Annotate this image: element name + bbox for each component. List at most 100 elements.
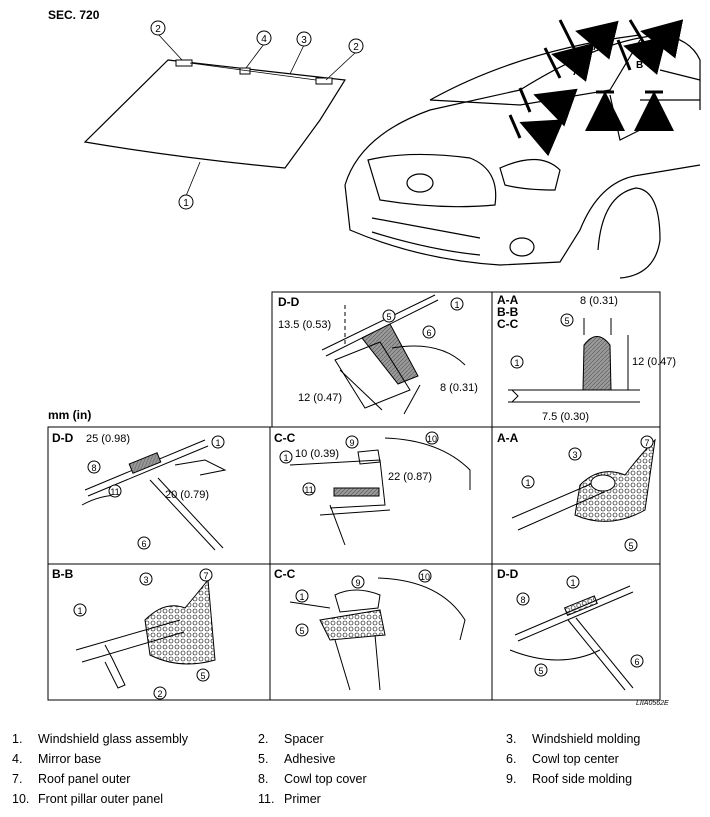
svg-text:8: 8 (91, 463, 96, 473)
svg-text:1: 1 (525, 478, 530, 488)
svg-text:C: C (600, 112, 607, 123)
legend-item-10: 10.Front pillar outer panel (12, 792, 164, 806)
svg-text:A: A (573, 67, 580, 78)
svg-text:C-C: C-C (497, 317, 519, 331)
svg-text:A: A (593, 42, 600, 53)
detail-dd-bot: D-D 1 8 5 6 (497, 567, 644, 691)
svg-text:D-D: D-D (497, 567, 519, 581)
svg-text:2: 2 (155, 24, 161, 35)
svg-text:11: 11 (304, 485, 313, 495)
legend-item-1: 1.Windshield glass assembly (12, 732, 189, 746)
legend-item-11: 11.Primer (258, 792, 321, 806)
svg-text:5: 5 (628, 541, 633, 551)
svg-text:13.5 (0.53): 13.5 (0.53) (278, 319, 331, 331)
detail-aa-top: A-A B-B C-C 8 (0.31) 12 (0.47) 7.5 (0.30… (497, 293, 676, 423)
detail-aa-mid: A-A 7 3 1 5 (497, 431, 656, 552)
svg-text:B-B: B-B (497, 305, 519, 319)
legend-item-5: 5.Adhesive (258, 752, 336, 766)
car-section-mark-d1: D (518, 87, 578, 127)
svg-text:5: 5 (386, 312, 391, 322)
svg-text:5: 5 (538, 666, 543, 676)
svg-text:8 (0.31): 8 (0.31) (580, 295, 618, 307)
detail-panels: D-D 13.5 (0.53) 12 (0.47) 8 (0.31) 5 6 1… (47, 291, 676, 701)
svg-text:6: 6 (426, 328, 431, 338)
svg-text:5: 5 (299, 626, 304, 636)
svg-text:4: 4 (261, 34, 267, 45)
units-label: mm (in) (48, 408, 92, 422)
svg-text:10: 10 (427, 434, 437, 444)
svg-text:D-D: D-D (278, 295, 300, 309)
detail-cc-mid: C-C 10 (0.39) 22 (0.87) 9 10 1 11 (274, 431, 471, 546)
svg-text:7: 7 (644, 438, 649, 448)
windshield-glass-drawing (83, 59, 347, 169)
detail-dd-top: D-D 13.5 (0.53) 12 (0.47) 8 (0.31) 5 6 1 (278, 294, 478, 415)
svg-text:5: 5 (564, 316, 569, 326)
car-section-mark-c1: C (585, 90, 625, 131)
svg-text:2: 2 (353, 42, 359, 53)
svg-text:1: 1 (283, 453, 288, 463)
svg-text:3: 3 (143, 575, 148, 585)
svg-text:9: 9 (349, 438, 354, 448)
detail-bb-bot: B-B 3 7 1 2 5 (52, 567, 216, 700)
svg-text:1: 1 (183, 198, 189, 209)
legend-item-3: 3.Windshield molding (506, 732, 641, 746)
section-label: SEC. 720 (48, 8, 100, 22)
detail-cc-bot: C-C 9 10 1 5 (274, 567, 466, 691)
svg-text:B: B (656, 36, 663, 47)
svg-text:5: 5 (200, 671, 205, 681)
glass-callout-2a: 2 (150, 20, 183, 61)
svg-text:6: 6 (141, 539, 146, 549)
car-section-mark-b1: B (628, 19, 684, 59)
svg-text:B: B (636, 60, 643, 71)
svg-text:1: 1 (215, 438, 220, 448)
svg-text:1: 1 (570, 578, 575, 588)
detail-dd-mid: D-D 25 (0.98) 20 (0.79) 1 8 11 6 (52, 431, 227, 551)
glass-callout-4: 4 (245, 30, 272, 69)
svg-text:12 (0.47): 12 (0.47) (632, 356, 676, 368)
svg-text:C-C: C-C (274, 567, 296, 581)
svg-text:7: 7 (203, 571, 208, 581)
svg-text:D-D: D-D (52, 431, 74, 445)
legend-item-4: 4.Mirror base (12, 752, 102, 766)
svg-text:8: 8 (520, 595, 525, 605)
figure-id: LIIA0562E (636, 700, 669, 707)
parts-legend: 1.Windshield glass assembly 2.Spacer 3.W… (0, 728, 710, 817)
svg-text:A-A: A-A (497, 293, 519, 307)
car-section-mark-a2: A (543, 42, 595, 82)
svg-text:6: 6 (634, 657, 639, 667)
legend-item-7: 7.Roof panel outer (12, 772, 131, 786)
svg-text:10 (0.39): 10 (0.39) (295, 448, 339, 460)
car-section-mark-c2: C (634, 90, 674, 131)
svg-text:22 (0.87): 22 (0.87) (388, 471, 432, 483)
svg-text:3: 3 (301, 35, 307, 46)
svg-text:2: 2 (157, 689, 162, 699)
svg-text:3: 3 (572, 450, 577, 460)
svg-text:1: 1 (77, 606, 82, 616)
car-section-mark-d2: D (508, 114, 565, 157)
legend-item-8: 8.Cowl top cover (258, 772, 367, 786)
svg-text:B-B: B-B (52, 567, 74, 581)
svg-text:1: 1 (299, 592, 304, 602)
svg-text:12 (0.47): 12 (0.47) (298, 392, 342, 404)
glass-callout-2b: 2 (325, 38, 364, 81)
glass-callout-1: 1 (178, 161, 201, 210)
svg-text:7.5 (0.30): 7.5 (0.30) (542, 411, 589, 423)
glass-callout-3: 3 (289, 31, 312, 75)
top-illustration: 2 4 3 2 1 A (83, 19, 701, 279)
svg-text:1: 1 (514, 358, 519, 368)
svg-text:20 (0.79): 20 (0.79) (165, 489, 209, 501)
svg-text:25 (0.98): 25 (0.98) (86, 433, 130, 445)
car-section-mark-b2: B (616, 36, 667, 75)
svg-text:C-C: C-C (274, 431, 296, 445)
svg-text:10: 10 (420, 572, 430, 582)
svg-text:C: C (649, 112, 656, 123)
legend-item-6: 6.Cowl top center (506, 752, 619, 766)
svg-text:8 (0.31): 8 (0.31) (440, 382, 478, 394)
svg-text:A-A: A-A (497, 431, 519, 445)
svg-text:1: 1 (454, 300, 459, 310)
svg-text:11: 11 (110, 487, 119, 497)
svg-text:D: D (538, 130, 545, 141)
legend-item-2: 2.Spacer (258, 732, 324, 746)
svg-text:D: D (556, 102, 563, 113)
svg-text:9: 9 (355, 578, 360, 588)
